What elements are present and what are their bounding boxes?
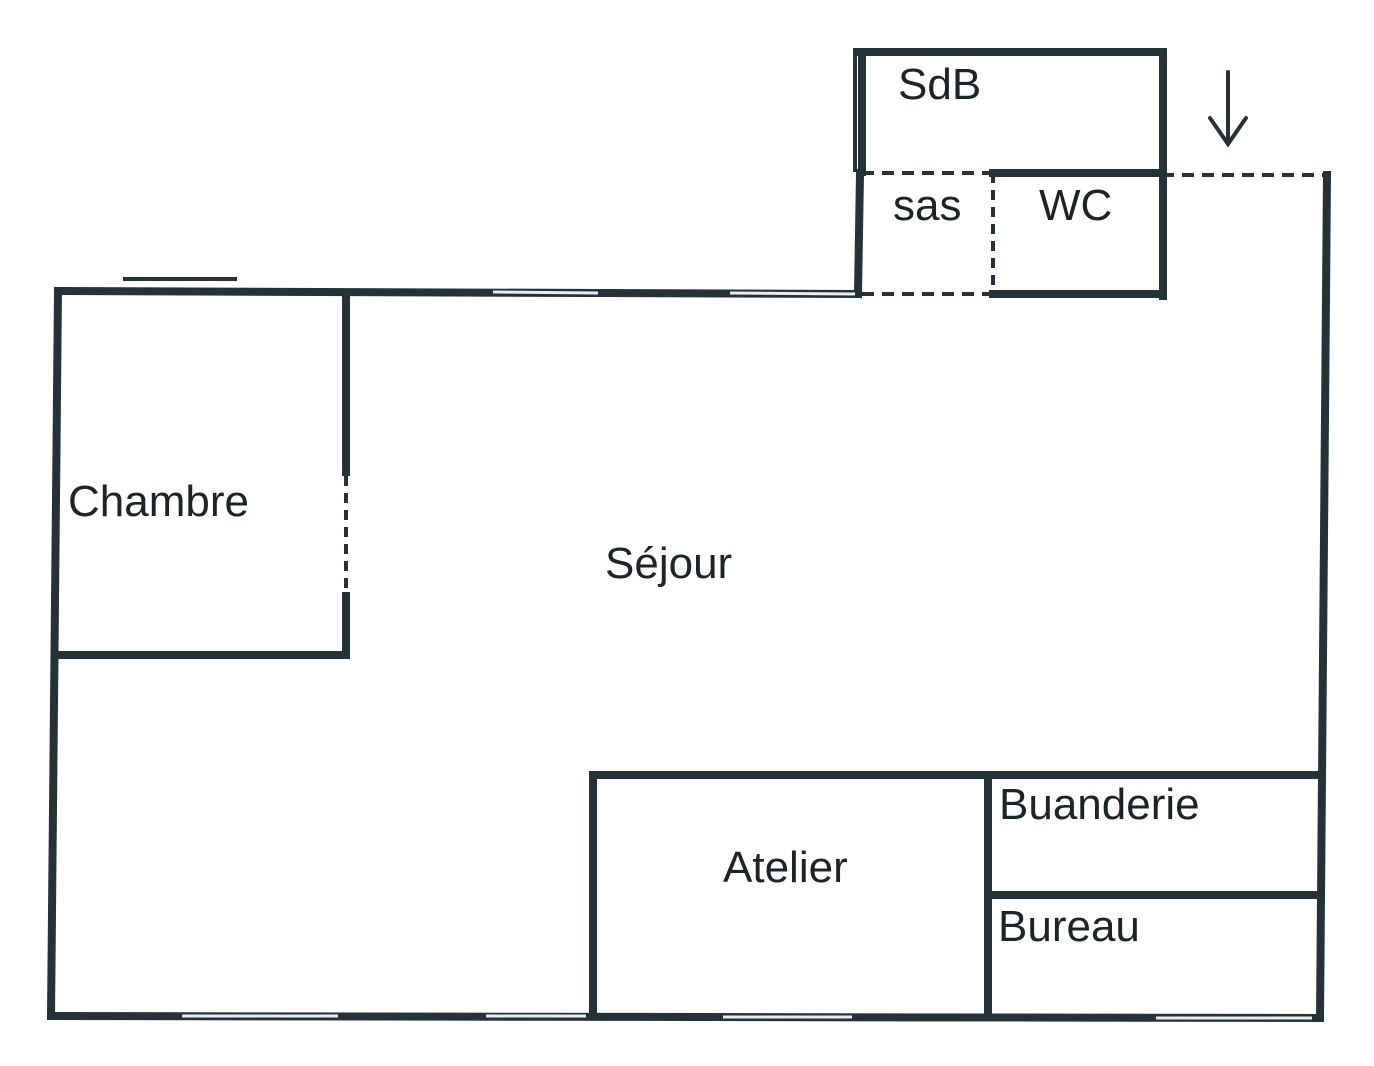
window	[492, 290, 599, 295]
arrow-down-icon	[1208, 70, 1248, 148]
room-label-bureau: Bureau	[998, 902, 1140, 951]
room-label-wc: WC	[1039, 181, 1112, 230]
room-label-buanderie: Buanderie	[999, 780, 1200, 829]
room-label-chambre: Chambre	[68, 477, 249, 526]
room-label-sas: sas	[893, 181, 961, 230]
room-label-sdb: SdB	[898, 60, 981, 109]
bathroom-block	[853, 48, 1167, 300]
chambre-walls	[54, 290, 350, 659]
windows	[182, 290, 1312, 1020]
room-label-sejour: Séjour	[605, 539, 732, 588]
window	[729, 291, 856, 296]
room-label-atelier: Atelier	[723, 843, 848, 892]
lower-rooms-walls	[589, 771, 1324, 1020]
